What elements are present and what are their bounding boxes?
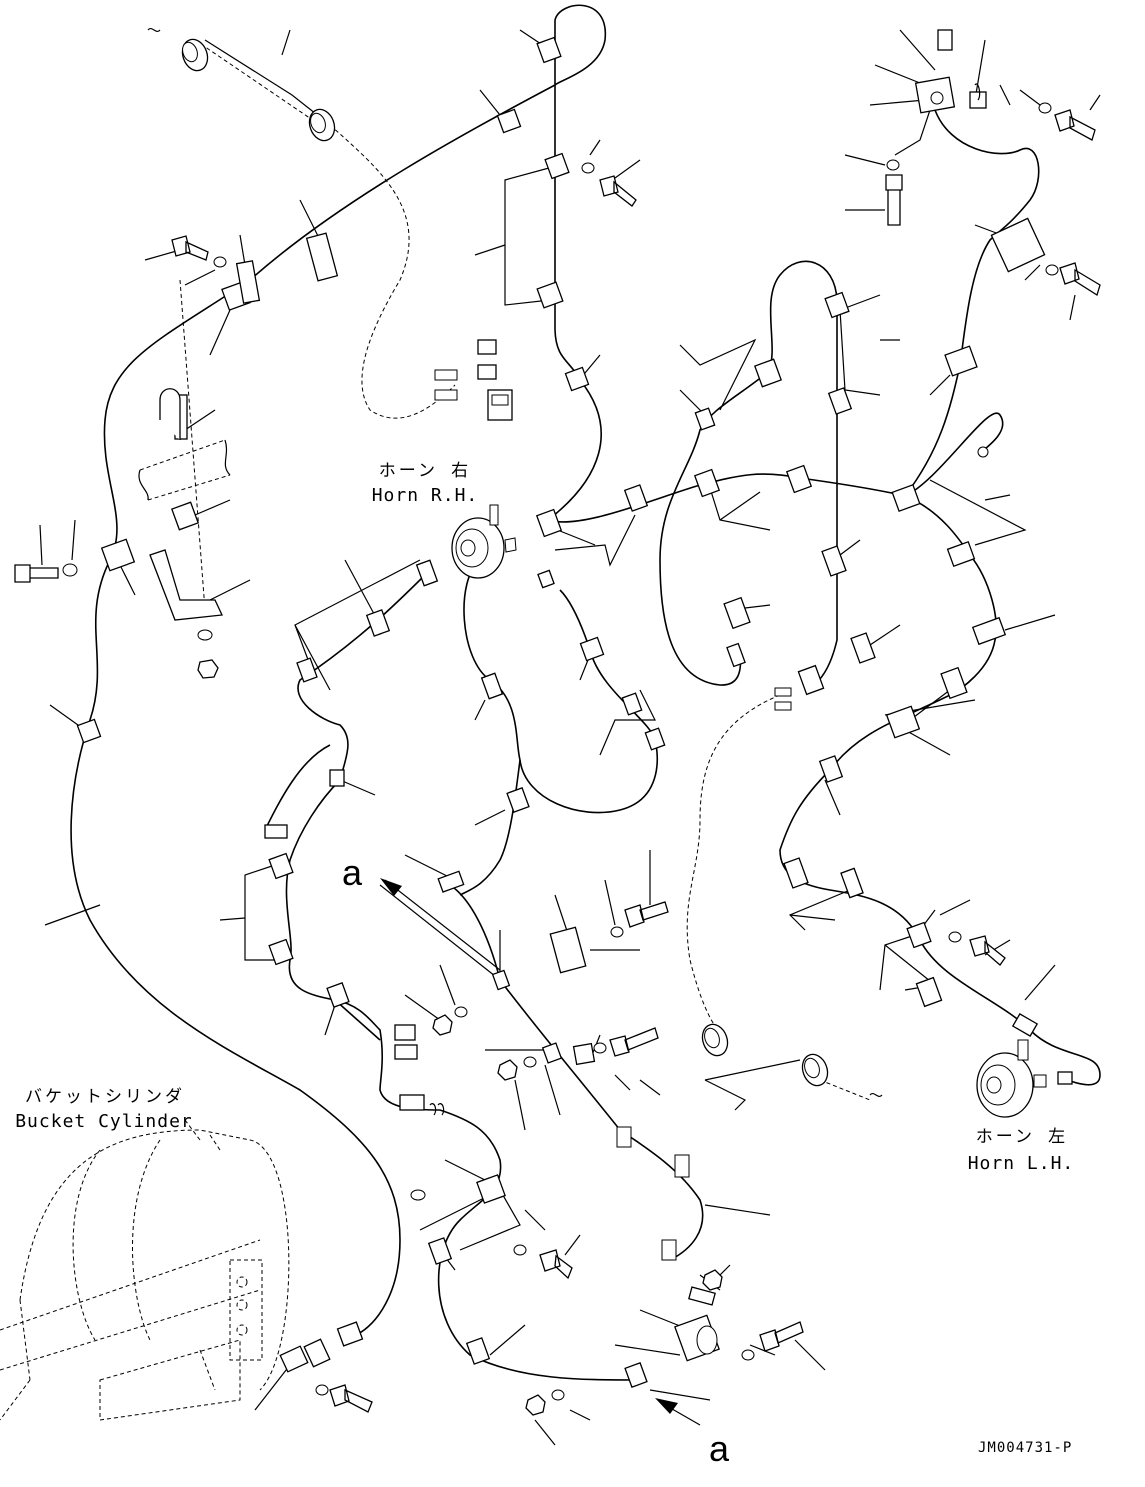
horn-lh-label-jp: ホーン 左 [975, 1127, 1069, 1147]
bucket-cylinder-label-jp: バケットシリンダ [25, 1087, 185, 1107]
drawing-code: JM004731-P [978, 1440, 1073, 1456]
horn-rh-icon [451, 504, 517, 579]
wire-break-marks [147, 27, 989, 1116]
dashed-hidden-wires [179, 39, 871, 1101]
rail-hatch [138, 439, 231, 501]
clamp-icons [76, 36, 1046, 1388]
horn-lh-icon [976, 1039, 1047, 1118]
view-mark-lower: a [709, 1428, 730, 1469]
horn-rh-label-jp: ホーン 右 [378, 461, 472, 481]
grommet-icons [181, 38, 829, 1087]
washer-icons [62, 102, 1059, 1401]
bucket-cylinder-label-en: Bucket Cylinder [15, 1111, 193, 1132]
nut-icons [197, 659, 723, 1416]
view-arrows [380, 878, 701, 1426]
bucket-cylinder-outline [0, 1119, 290, 1421]
connector-icons [264, 29, 1073, 1347]
horn-rh-label-en: Horn R.H. [371, 485, 479, 506]
bolt-icons [14, 109, 1101, 1413]
horn-lh-label-en: Horn L.H. [967, 1153, 1075, 1174]
leader-lines [39, 29, 1101, 1446]
view-mark-upper: a [342, 852, 363, 893]
